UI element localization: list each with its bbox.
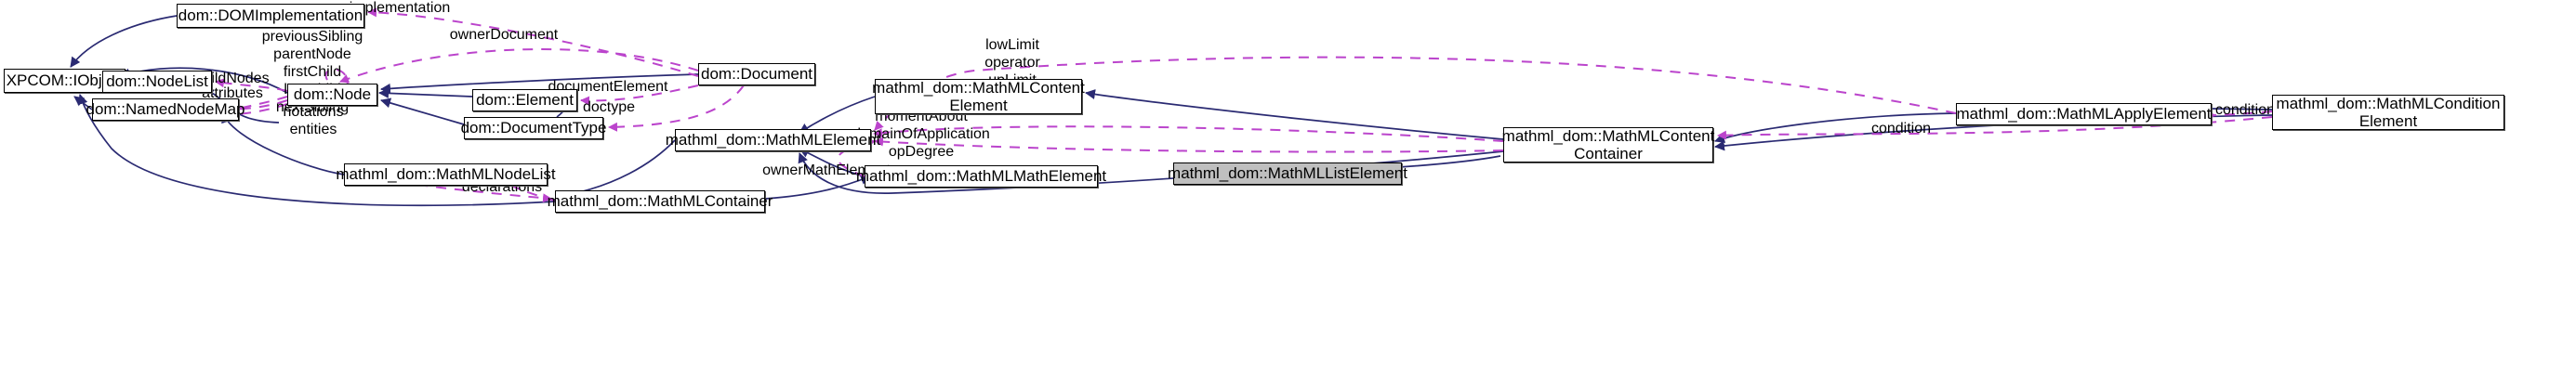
class-node-mathmlcontentcontainer[interactable]: mathml_dom::MathMLContent Container [1501, 126, 1715, 162]
class-node-mathmlelement[interactable]: mathml_dom::MathMLElement [666, 129, 880, 151]
class-node-mathmlmath[interactable]: mathml_dom::MathMLMathElement [856, 165, 1106, 188]
class-node-domimpl[interactable]: dom::DOMImplementation [177, 4, 364, 28]
class-node-mathmlcontainer[interactable]: mathml_dom::MathMLContainer [548, 190, 773, 213]
class-node-mathmlapply[interactable]: mathml_dom::MathMLApplyElement [1956, 103, 2212, 125]
class-node-iobject[interactable]: XPCOM::IObject [4, 69, 125, 93]
class-node-mathmllist[interactable]: mathml_dom::MathMLListElement [1168, 162, 1407, 185]
class-node-element[interactable]: dom::Element [472, 89, 577, 111]
class-node-mathmlcondition[interactable]: mathml_dom::MathMLCondition Element [2272, 95, 2504, 130]
association-edges [185, 7, 2273, 203]
class-node-mathmlnodelist[interactable]: mathml_dom::MathMLNodeList [336, 163, 556, 186]
class-node-documenttype[interactable]: dom::DocumentType [461, 117, 606, 139]
class-node-nodelist[interactable]: dom::NodeList [102, 71, 212, 93]
class-node-mathmlcontentelement[interactable]: mathml_dom::MathMLContent Element [872, 78, 1085, 114]
class-node-namednodemap[interactable]: dom::NamedNodeMap [86, 98, 245, 121]
class-node-document[interactable]: dom::Document [698, 63, 815, 85]
class-node-node[interactable]: dom::Node [287, 84, 377, 106]
